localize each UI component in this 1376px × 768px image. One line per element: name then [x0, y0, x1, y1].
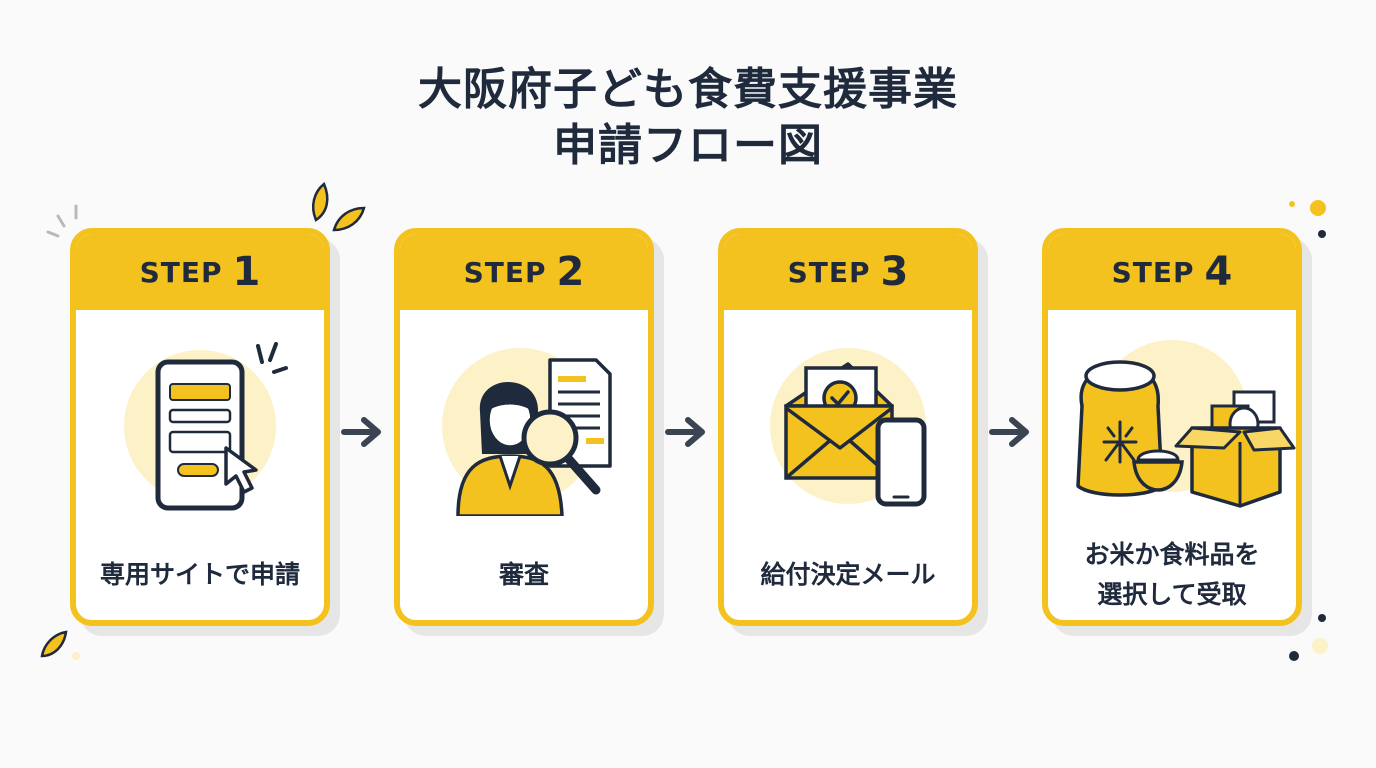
step-card-4: STEP 4 お米か食料品を 選択して受取 — [1042, 228, 1302, 626]
title-line-1: 大阪府子ども食費支援事業 — [418, 64, 958, 115]
confetti-dots-icon — [1289, 614, 1328, 661]
step-header: STEP 3 — [724, 234, 972, 310]
arrow-right-icon — [665, 417, 705, 447]
step-header: STEP 1 — [76, 234, 324, 310]
step-label: 専用サイトで申請 — [76, 530, 324, 620]
confetti-dots-icon — [1289, 200, 1326, 238]
step-label-line: 審査 — [498, 560, 549, 589]
step-header: STEP 4 — [1048, 234, 1296, 310]
reviewer-magnifier-icon — [442, 348, 612, 516]
smartphone-form-icon — [124, 342, 288, 511]
step-label: 審査 — [400, 530, 648, 620]
step-card-3: STEP 3 給付決定メール — [718, 228, 978, 626]
step-number: 4 — [1204, 249, 1233, 295]
step-header: STEP 2 — [400, 234, 648, 310]
arrow-right-icon — [989, 417, 1029, 447]
step-number: 1 — [232, 249, 261, 295]
title-line-2: 申請フロー図 — [553, 120, 823, 171]
step-label-line: 専用サイトで申請 — [99, 560, 300, 589]
step-word: STEP — [787, 255, 871, 289]
step-card-2: STEP 2 審査 — [394, 228, 654, 626]
leaf-icon — [312, 181, 366, 232]
step-number: 3 — [880, 249, 909, 295]
page-title: 大阪府子ども食費支援事業 申請フロー図 — [0, 62, 1376, 174]
leaf-icon — [40, 630, 80, 660]
step-word: STEP — [139, 255, 223, 289]
step-card-1: STEP 1 専用サイトで申請 — [70, 228, 330, 626]
step-number: 2 — [556, 249, 585, 295]
step-word: STEP — [463, 255, 547, 289]
mail-phone-icon — [770, 348, 927, 507]
step-label: 給付決定メール — [724, 530, 972, 620]
arrow-right-icon — [341, 417, 381, 447]
step-word: STEP — [1111, 255, 1195, 289]
step-label-line: 選択して受取 — [1097, 580, 1247, 609]
step-label-line: お米か食料品を — [1084, 540, 1260, 569]
sparkle-lines-icon — [46, 204, 78, 238]
rice-box-icon — [1076, 340, 1296, 508]
step-label-line: 給付決定メール — [760, 560, 936, 589]
step-label: お米か食料品を 選択して受取 — [1048, 530, 1296, 620]
